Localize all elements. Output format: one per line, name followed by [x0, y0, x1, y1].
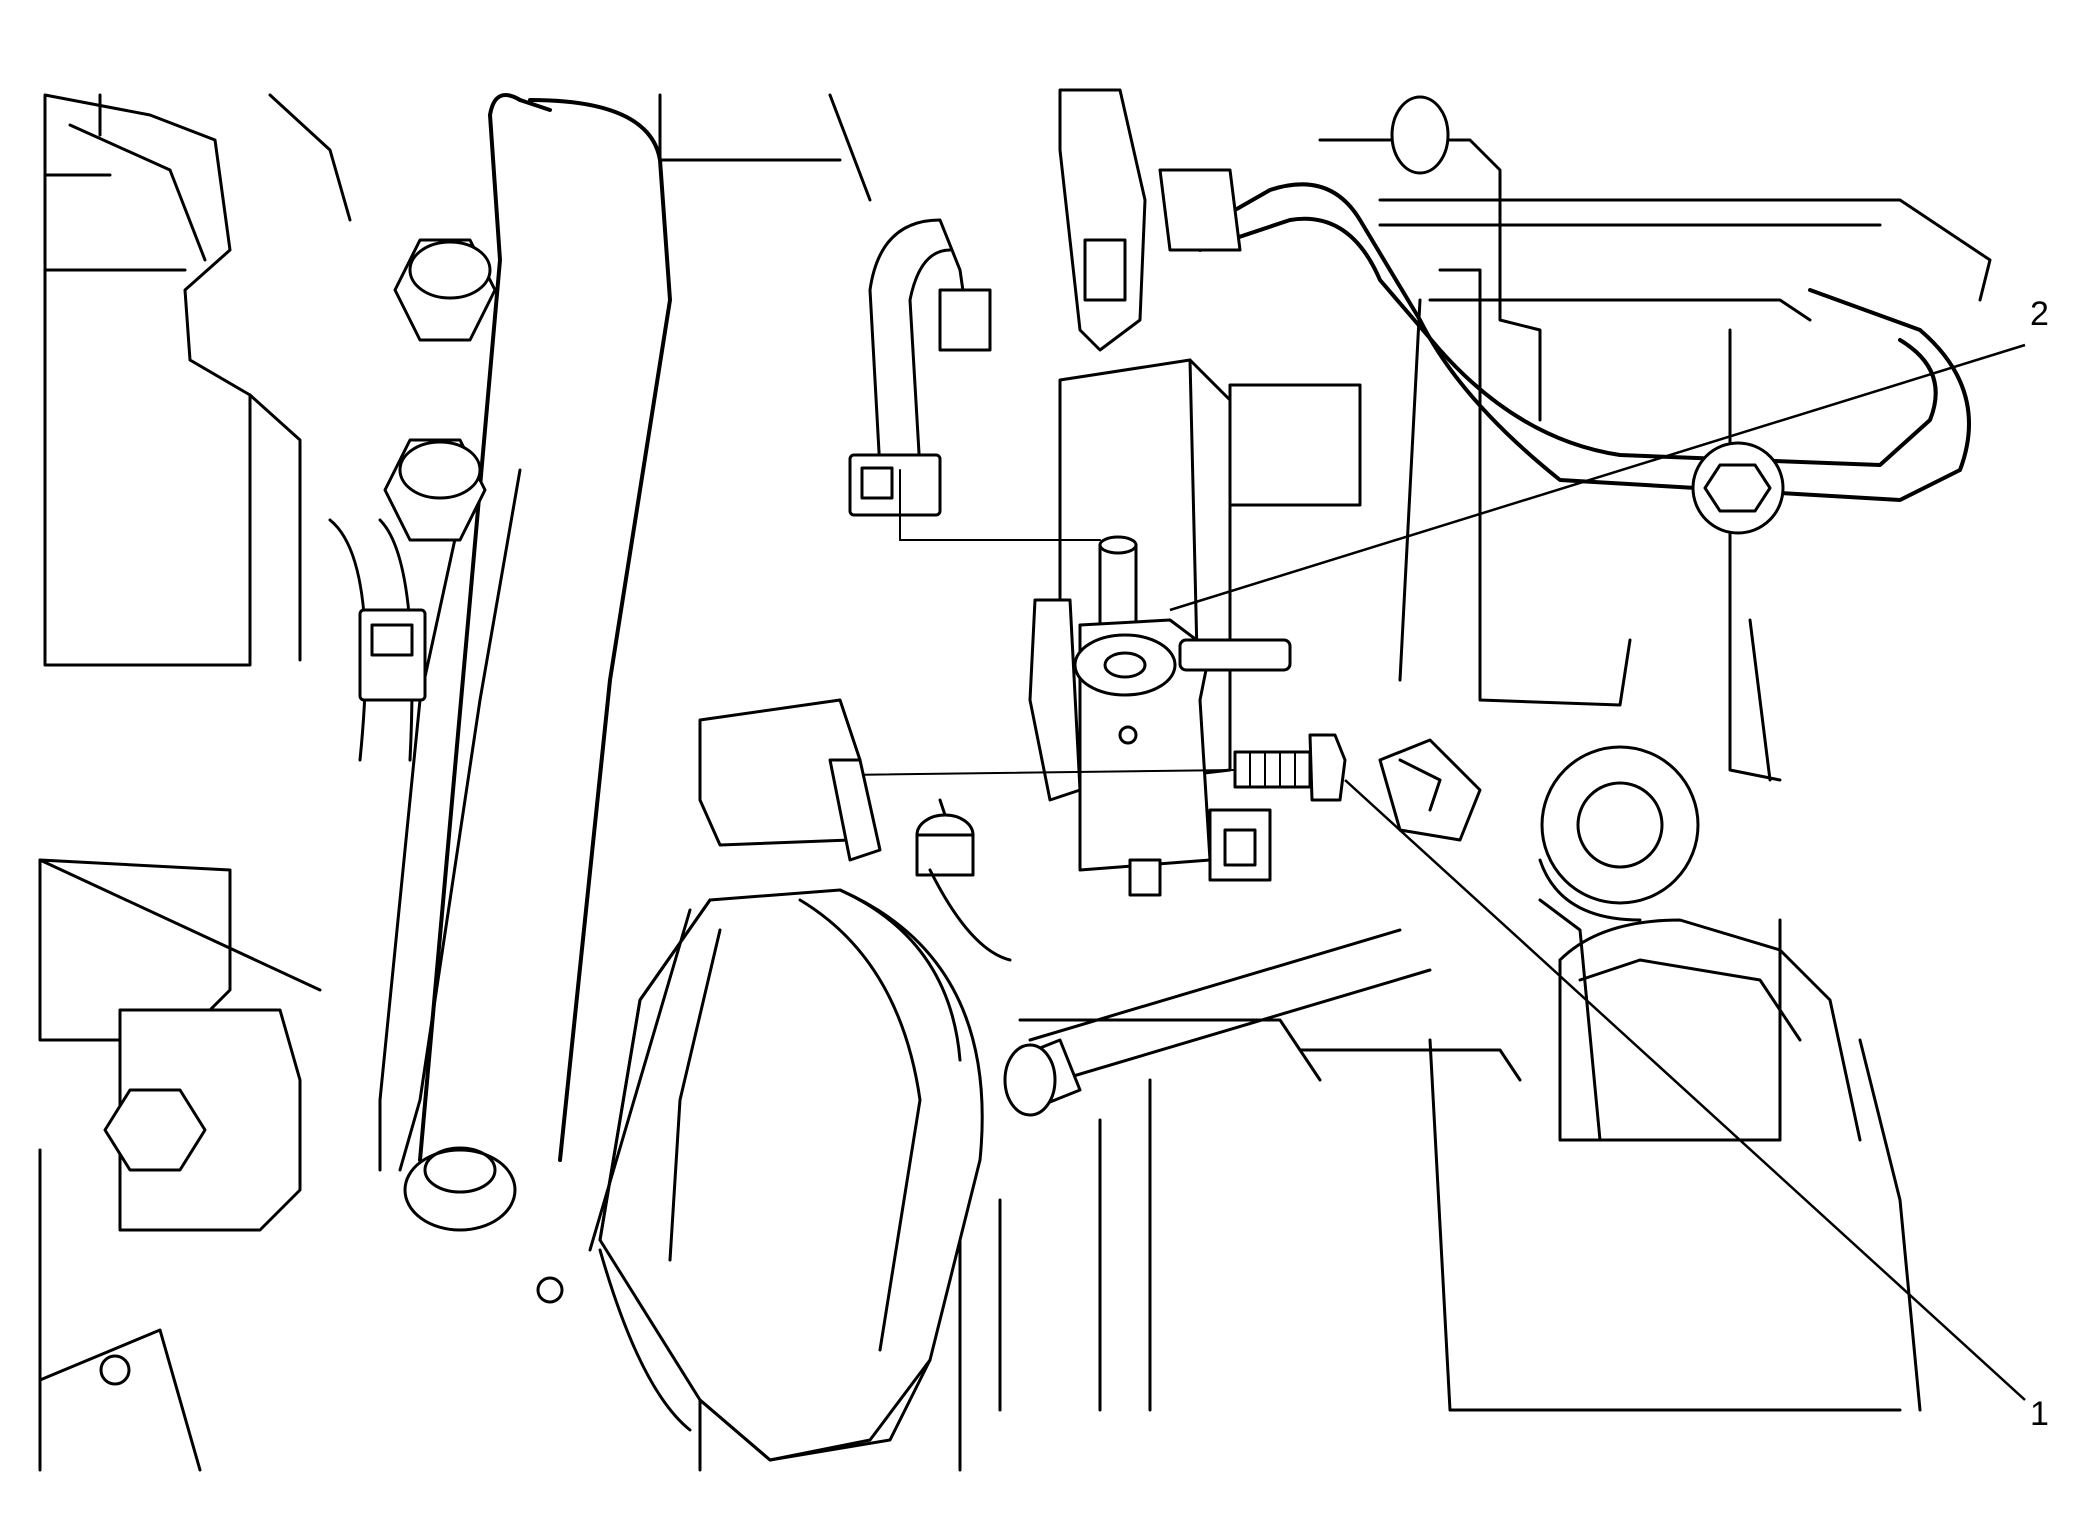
- callout-2-leader: [1169, 343, 2026, 612]
- callout-1-leader: [1344, 779, 2026, 1401]
- lower-fitting: [915, 798, 1012, 962]
- top-center-bracket: [1058, 88, 1147, 352]
- diagonal-tube: [1003, 928, 1432, 1117]
- round-boss: [1538, 745, 1700, 922]
- lower-right-bracket: [1558, 918, 1862, 1142]
- callout-2-label: 2: [2030, 295, 2049, 333]
- top-right-hose: [1158, 95, 1992, 502]
- upper-right-nut: [1691, 441, 1785, 535]
- fastener-bolt: [1233, 733, 1347, 802]
- upper-center-hose: [848, 218, 992, 517]
- alignment-lines: [844, 469, 1236, 776]
- callout-leaders: [1169, 343, 2026, 1401]
- left-hoses: [328, 93, 672, 1232]
- left-bolts: [99, 238, 564, 1386]
- solenoid-valve: [1028, 358, 1362, 897]
- left-connector: [358, 608, 427, 702]
- mounting-block: [698, 698, 882, 862]
- right-connector: [1378, 738, 1482, 842]
- air-duct: [588, 888, 984, 1462]
- callout-1-label: 1: [2030, 1395, 2049, 1433]
